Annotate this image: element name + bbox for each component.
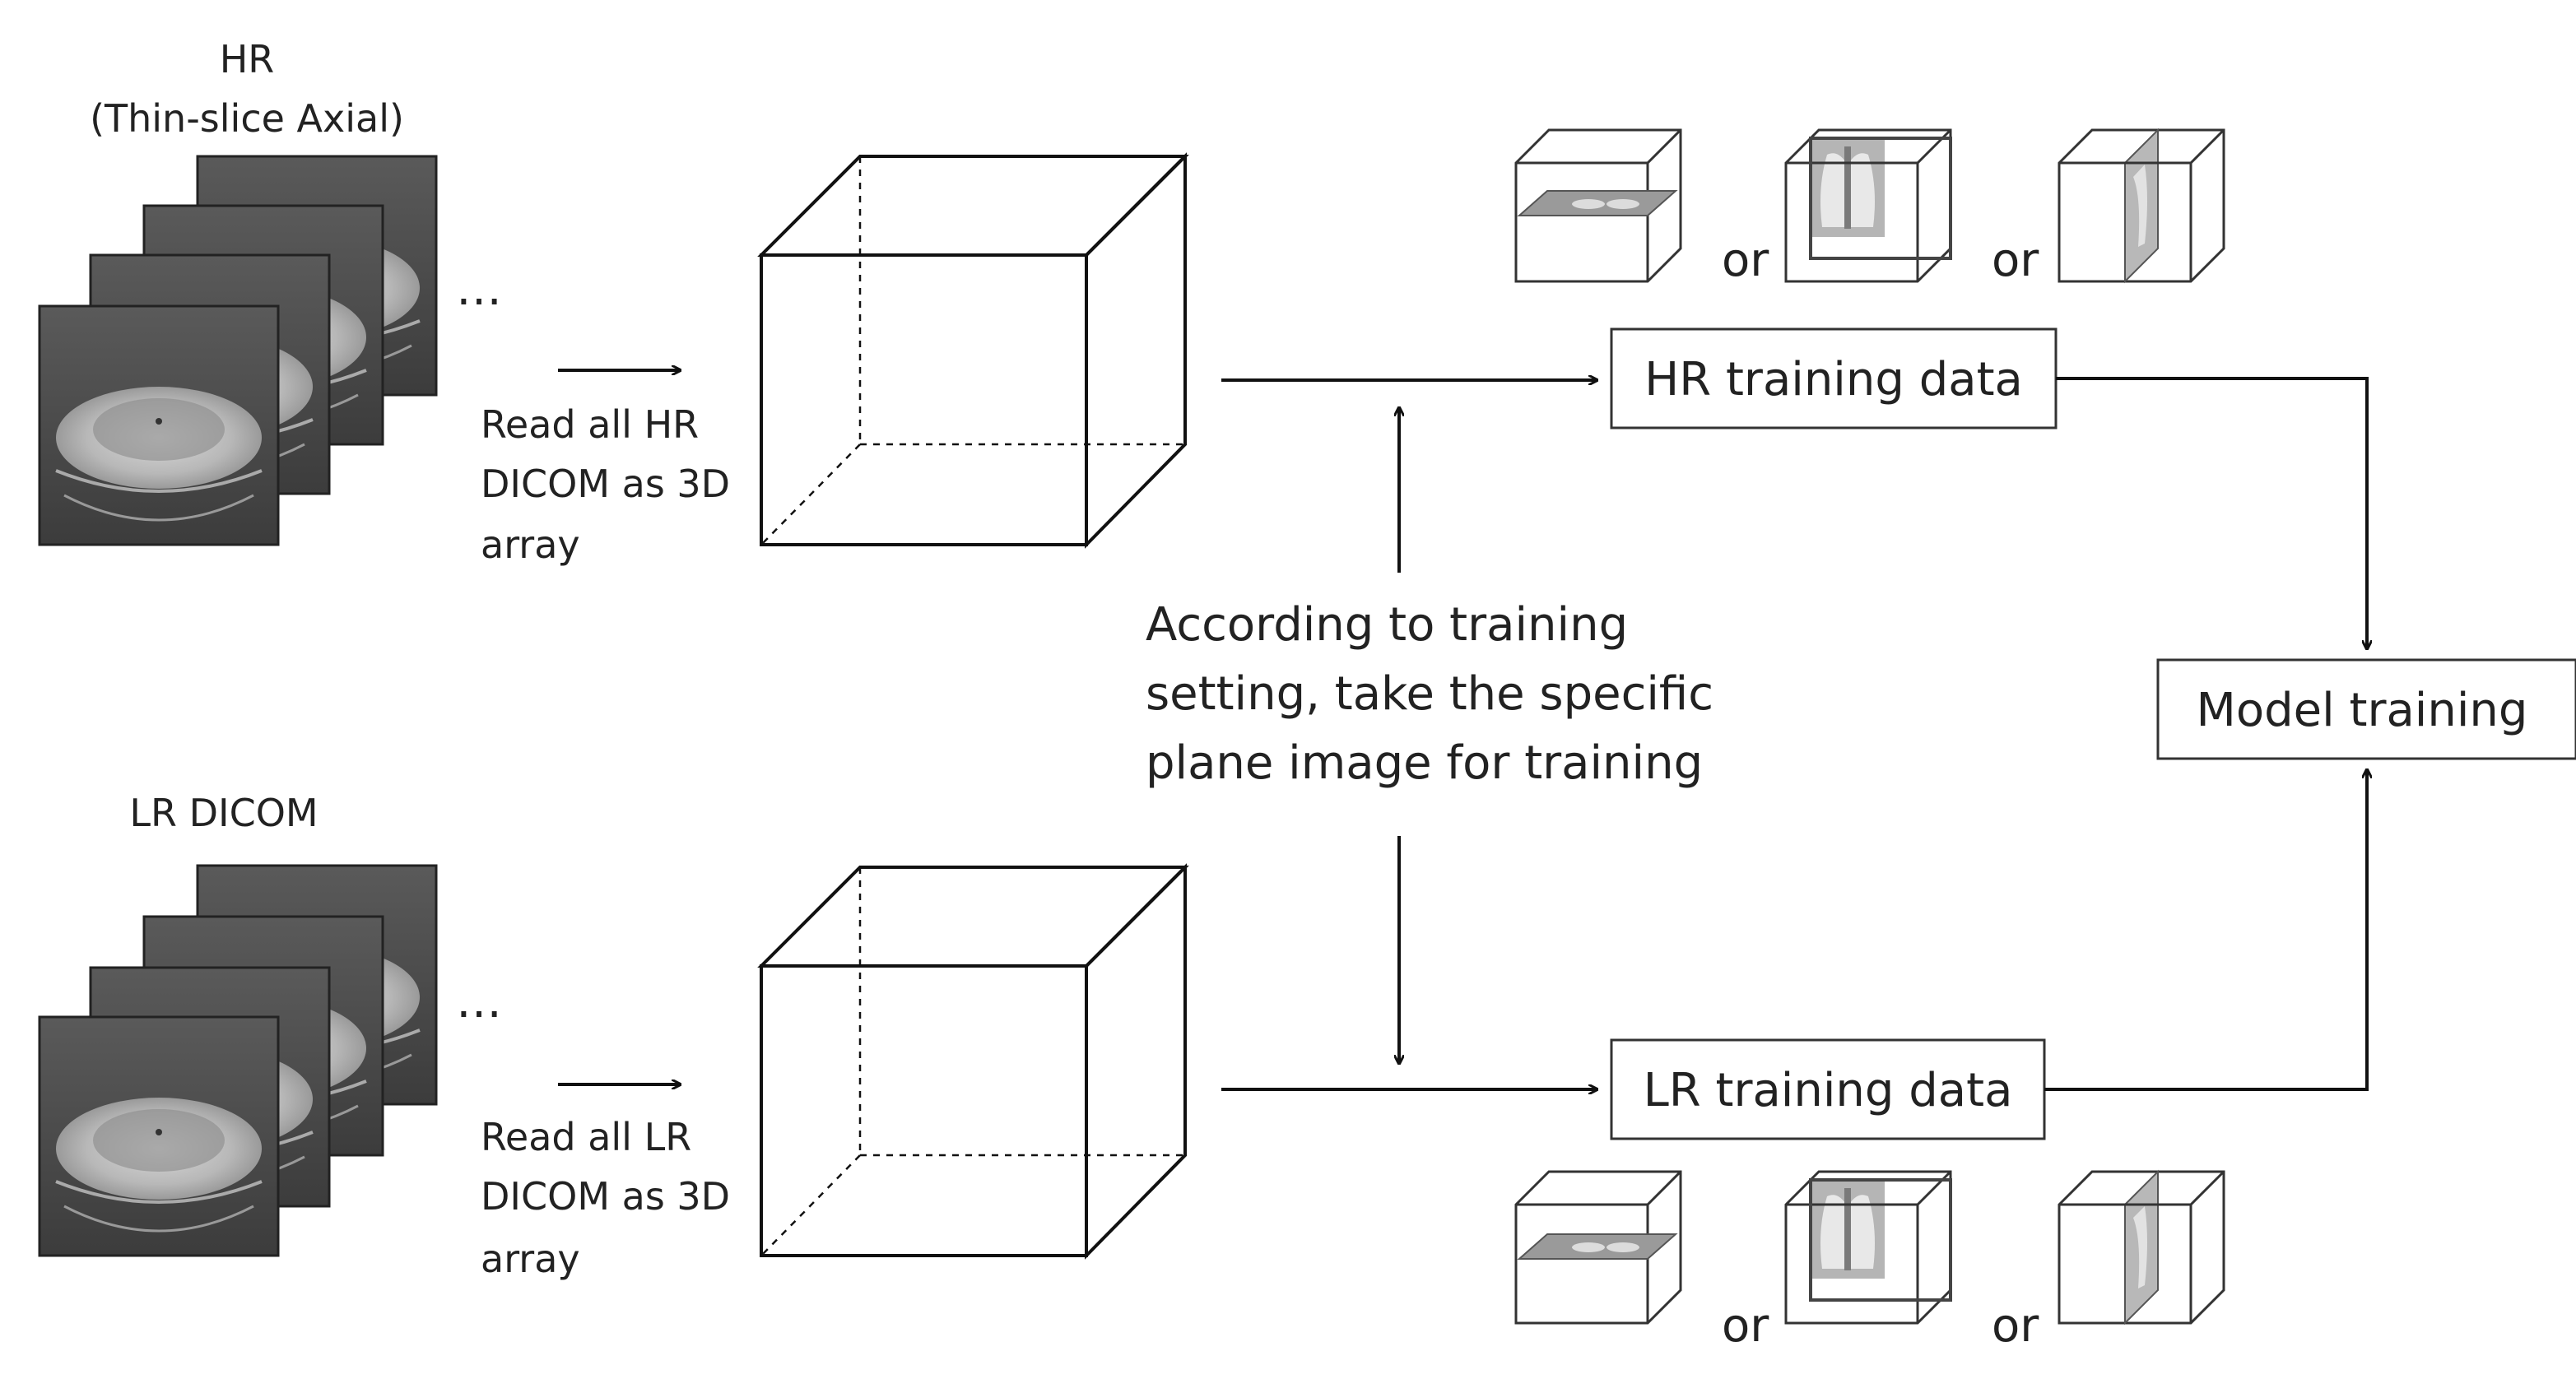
- lr-axial-plane-cube: [1514, 1170, 1682, 1325]
- lr-training-data-label: LR training data: [1644, 1064, 2013, 1117]
- lr-read-label-line1: Read all LR: [481, 1115, 691, 1159]
- lr-read-label-line2: DICOM as 3D: [481, 1174, 730, 1219]
- hr-or-1: or: [1722, 234, 1769, 287]
- lr-or-2: or: [1992, 1299, 2039, 1353]
- hr-stack-title-line2: (Thin-slice Axial): [90, 96, 404, 141]
- lr-plane-options: or or: [1514, 1169, 2225, 1353]
- center-note-line2: setting, take the specific: [1146, 667, 1713, 721]
- hr-plane-options: or or: [1514, 128, 2225, 287]
- lr-3d-array-cube: [757, 863, 1189, 1260]
- model-training-box: [2156, 658, 2576, 760]
- hr-axial-plane-cube: [1514, 128, 1682, 283]
- hr-training-data-label: HR training data: [1644, 353, 2023, 406]
- lr-stack-title: LR DICOM: [129, 791, 318, 835]
- hr-dicom-stack: [38, 155, 438, 546]
- lr-or-1: or: [1722, 1299, 1769, 1353]
- hr-stack-ellipsis: …: [456, 262, 502, 316]
- lr-sagittal-plane-cube: [2058, 1169, 2225, 1326]
- model-training-label: Model training: [2197, 684, 2528, 737]
- hr-sagittal-plane-cube: [2058, 128, 2225, 284]
- lr-dicom-stack: [38, 864, 438, 1257]
- hr-stack-title-line1: HR: [220, 37, 275, 81]
- lr-read-label-line3: array: [481, 1237, 580, 1281]
- hr-read-label-line1: Read all HR: [481, 402, 699, 447]
- hr-training-data-box: [1610, 327, 2058, 429]
- hr-read-label-line3: array: [481, 522, 580, 567]
- hr-3d-array-cube: [757, 152, 1189, 549]
- hr-read-label-line2: DICOM as 3D: [481, 462, 730, 506]
- center-note-line1: According to training: [1146, 598, 1628, 652]
- hr-coronal-plane-cube: [1784, 128, 1952, 283]
- lr-training-data-box: [1610, 1038, 2046, 1140]
- lr-coronal-plane-cube: [1784, 1170, 1952, 1325]
- hr-to-model-arrow: [2056, 377, 2367, 648]
- lr-stack-ellipsis: …: [456, 975, 502, 1028]
- hr-or-2: or: [1992, 234, 2039, 287]
- center-note-line3: plane image for training: [1146, 736, 1703, 790]
- lr-to-model-arrow: [2044, 770, 2367, 1091]
